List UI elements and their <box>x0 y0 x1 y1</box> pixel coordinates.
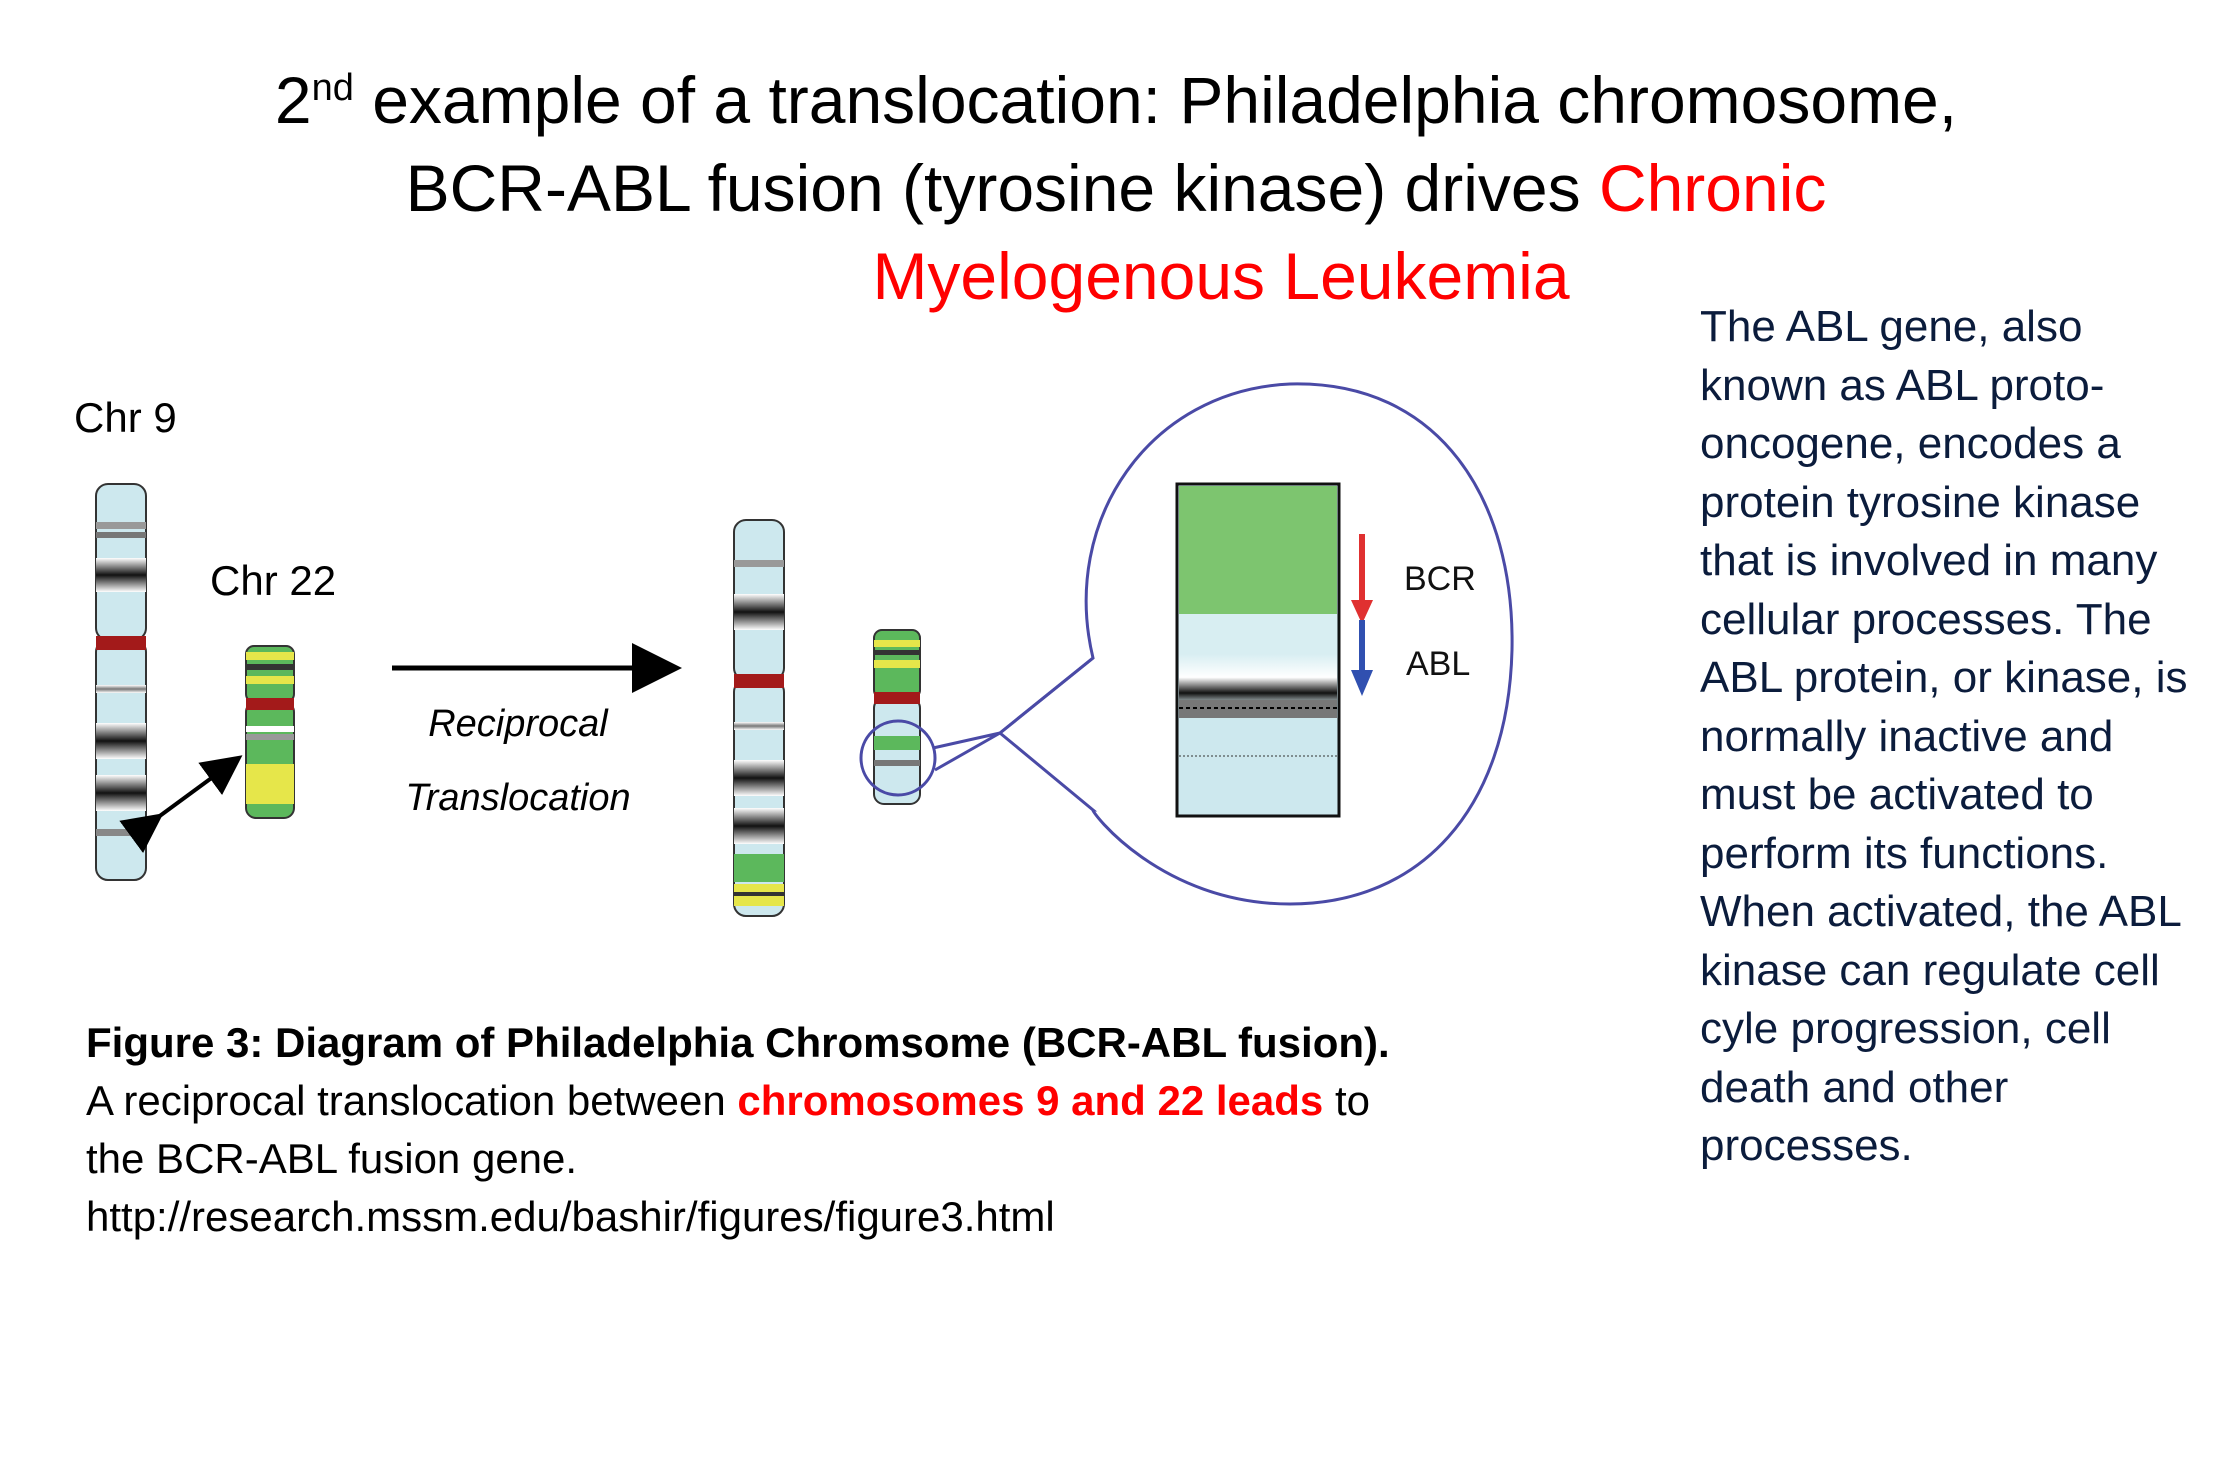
translocation-diagram: Chr 9 Chr 22 Reciprocal Translocation <box>74 382 1514 917</box>
abl-description: The ABL gene, also known as ABL proto-on… <box>1700 302 2188 1170</box>
caption-heading: Figure 3: Diagram of Philadelphia Chroms… <box>86 1019 1390 1066</box>
title-highlight: Chronic <box>1598 151 1827 225</box>
abl-arrowhead <box>1351 670 1373 696</box>
title-line-2: BCR-ABL fusion (tyrosine kinase) drives … <box>405 151 1827 225</box>
figure-caption: Figure 3: Diagram of Philadelphia Chroms… <box>86 1014 1646 1246</box>
title-line-3: Myelogenous Leukemia <box>872 239 1570 313</box>
chr9-label: Chr 9 <box>74 394 177 441</box>
bcr-arrowhead <box>1351 600 1373 624</box>
abl-label: ABL <box>1406 645 1470 683</box>
philadelphia-chromosome <box>873 629 921 805</box>
caption-url: http://research.mssm.edu/bashir/figures/… <box>86 1193 1055 1240</box>
slide-title: 2nd example of a translocation: Philadel… <box>0 56 2232 320</box>
title-superscript: nd <box>311 67 354 109</box>
caption-line-3: the BCR-ABL fusion gene. <box>86 1135 578 1182</box>
arrow-label-reciprocal: Reciprocal <box>428 703 609 745</box>
caption-highlight: chromosomes 9 and 22 leads <box>737 1077 1324 1124</box>
caption-line-2: A reciprocal translocation between chrom… <box>86 1077 1370 1124</box>
chromosome-9 <box>95 483 147 881</box>
zoom-source-circle <box>859 719 937 797</box>
chr22-label: Chr 22 <box>210 557 336 604</box>
bcr-label: BCR <box>1404 560 1476 598</box>
zoom-pointer <box>932 731 1001 772</box>
exchange-arrow <box>119 755 243 854</box>
fusion-gene-zoom <box>1175 482 1341 818</box>
derivative-chromosome-9 <box>733 519 785 917</box>
title-line-1: 2nd example of a translocation: Philadel… <box>274 63 1958 137</box>
chromosome-22 <box>245 645 295 819</box>
arrow-label-translocation: Translocation <box>405 777 630 819</box>
